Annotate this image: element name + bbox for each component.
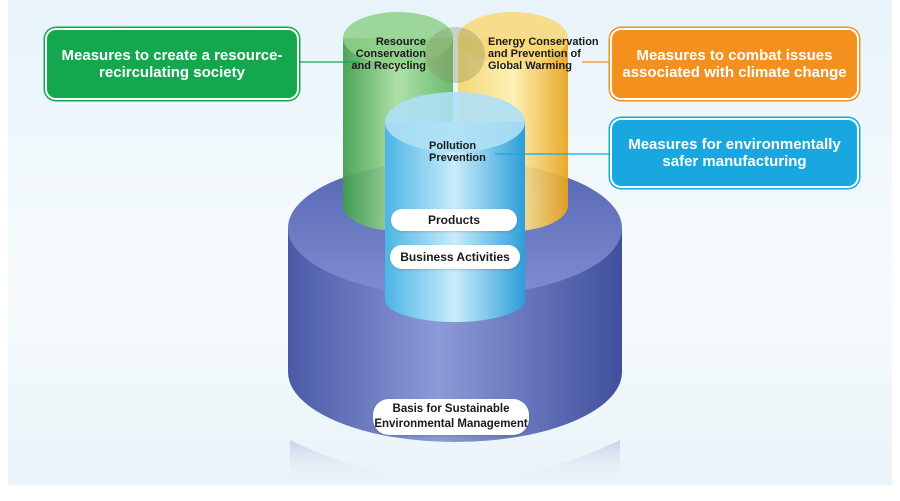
products-pill: Products (391, 209, 517, 231)
base-reflection (290, 440, 620, 485)
yellow-cylinder-top (458, 12, 568, 64)
label-energy-conservation: Energy Conservation and Prevention of Gl… (488, 36, 599, 72)
business-activities-pill: Business Activities (390, 245, 520, 269)
callout-climate-change: Measures to combat issues associated wit… (612, 30, 857, 98)
callout-safer-manufacturing: Measures for environmentally safer manuf… (612, 120, 857, 186)
callout-resource-recirculating: Measures to create a resource-recirculat… (47, 30, 297, 98)
basis-pill: Basis for Sustainable Environmental Mana… (373, 399, 529, 435)
label-resource-conservation: Resource Conservation and Recycling (351, 36, 426, 72)
overlap-region (425, 27, 485, 83)
label-pollution-prevention: Pollution Prevention (429, 140, 486, 164)
green-cylinder-top (343, 12, 453, 64)
blue-cylinder-top (385, 92, 525, 152)
